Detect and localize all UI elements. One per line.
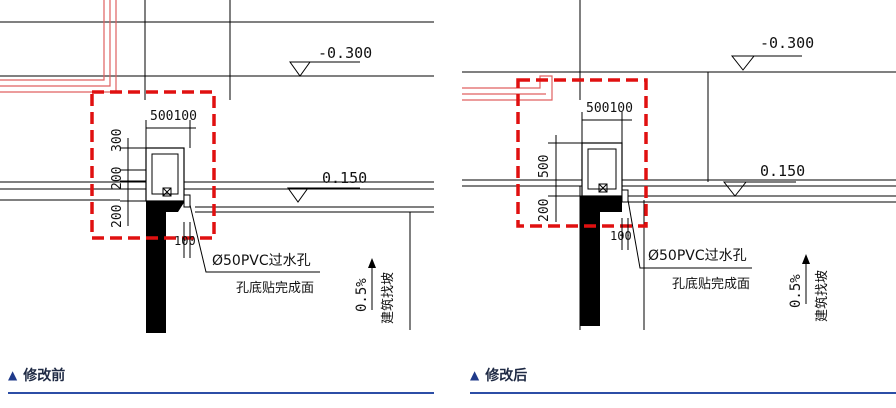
panel-after: 500100 500 200 100 -0.300 0.150 Ø50PVC过水… [462,0,896,408]
elev-mid-marker [722,181,796,197]
pipe-lines [462,75,553,101]
highlight-box [516,78,648,228]
drawing-before: 500100 300 200 200 100 -0.300 0.150 Ø50P… [0,0,434,333]
caption-before: ▲ 修改前 [8,366,434,384]
dim-bottom: 100 [610,229,632,243]
caption-underline [470,392,896,394]
slope-text: 建筑找坡 [814,270,830,322]
caption-text: 修改前 [23,368,66,384]
dim-v-2: 200 [110,167,125,190]
pvc-hole [183,194,191,208]
elev-mid-label: 0.150 [760,162,805,180]
drawing-after: 500100 500 200 100 -0.300 0.150 Ø50PVC过水… [462,0,896,330]
dim-horizontal: 500100 [586,101,633,116]
elev-top-label: -0.300 [760,34,814,52]
dim-v-3: 200 [110,205,125,228]
caption-underline [8,392,434,394]
pipe-lines [0,0,117,93]
note-line2: 孔底贴完成面 [236,280,314,296]
pvc-hole [621,189,629,203]
highlight-box [90,90,216,240]
caption-text: 修改后 [485,368,528,384]
slope-text: 建筑找坡 [380,272,396,324]
panel-before: 500100 300 200 200 100 -0.300 0.150 Ø50P… [0,0,434,408]
elev-top-label: -0.300 [318,44,372,62]
dim-bottom: 100 [174,234,196,248]
slope-pct: 0.5% [788,274,804,308]
drain-box [581,142,623,197]
elev-mid-marker [287,187,360,203]
elev-top-marker [730,55,802,71]
elev-mid-label: 0.150 [322,169,367,187]
note-line2: 孔底贴完成面 [672,276,750,292]
dim-horizontal: 500100 [150,109,197,124]
triangle-up-icon: ▲ [8,368,18,382]
elev-top-marker [289,61,360,77]
note-line1: Ø50PVC过水孔 [212,253,311,269]
caption-after: ▲ 修改后 [470,366,896,384]
slope-pct: 0.5% [354,278,370,312]
dim-v-1: 500 [537,155,552,178]
dim-v-1: 300 [110,129,125,152]
note-line1: Ø50PVC过水孔 [648,248,747,264]
triangle-up-icon: ▲ [470,368,480,382]
dim-v-2: 200 [537,199,552,222]
